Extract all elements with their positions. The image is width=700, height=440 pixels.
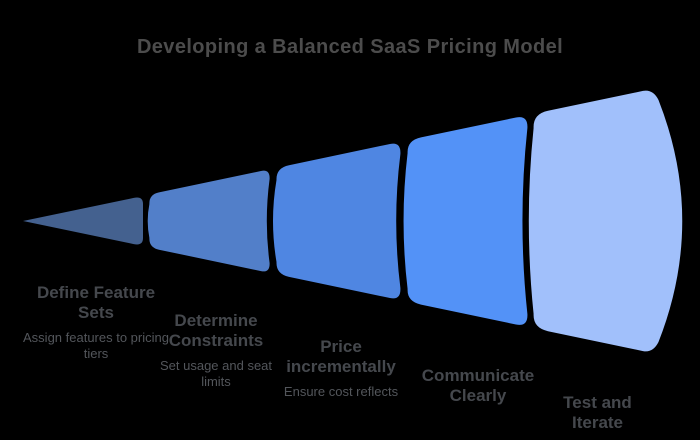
stage-label-test-and-iterate: Test and Iterate (550, 393, 645, 440)
stage-label-price-incrementally: Price incrementally Ensure cost reflects (281, 337, 401, 400)
stage-title: Define Feature Sets (36, 283, 156, 322)
funnel-stage-5-shape (528, 90, 683, 352)
funnel-stage-4-shape (403, 117, 528, 325)
page-title: Developing a Balanced SaaS Pricing Model (136, 36, 564, 58)
funnel-stage-2-shape (147, 170, 270, 272)
stage-label-determine-constraints: Determine Constraints Set usage and seat… (151, 311, 281, 389)
stage-subtitle: Ensure cost reflects (283, 384, 399, 399)
stage-title: Determine Constraints (168, 311, 264, 350)
stage-label-communicate-clearly: Communicate Clearly (413, 366, 543, 413)
funnel-stage-3-shape (273, 143, 401, 299)
stage-subtitle: Set usage and seat limits (159, 358, 273, 389)
stage-label-define-feature-sets: Define Feature Sets Assign features to p… (21, 283, 171, 361)
stage-title: Price incrementally (286, 337, 396, 376)
stage-title: Communicate Clearly (421, 366, 535, 405)
stage-subtitle: Assign features to pricing tiers (23, 330, 169, 361)
stage-title: Test and Iterate (563, 393, 632, 432)
funnel-stage-1-shape (23, 197, 143, 245)
funnel-diagram (23, 90, 683, 352)
